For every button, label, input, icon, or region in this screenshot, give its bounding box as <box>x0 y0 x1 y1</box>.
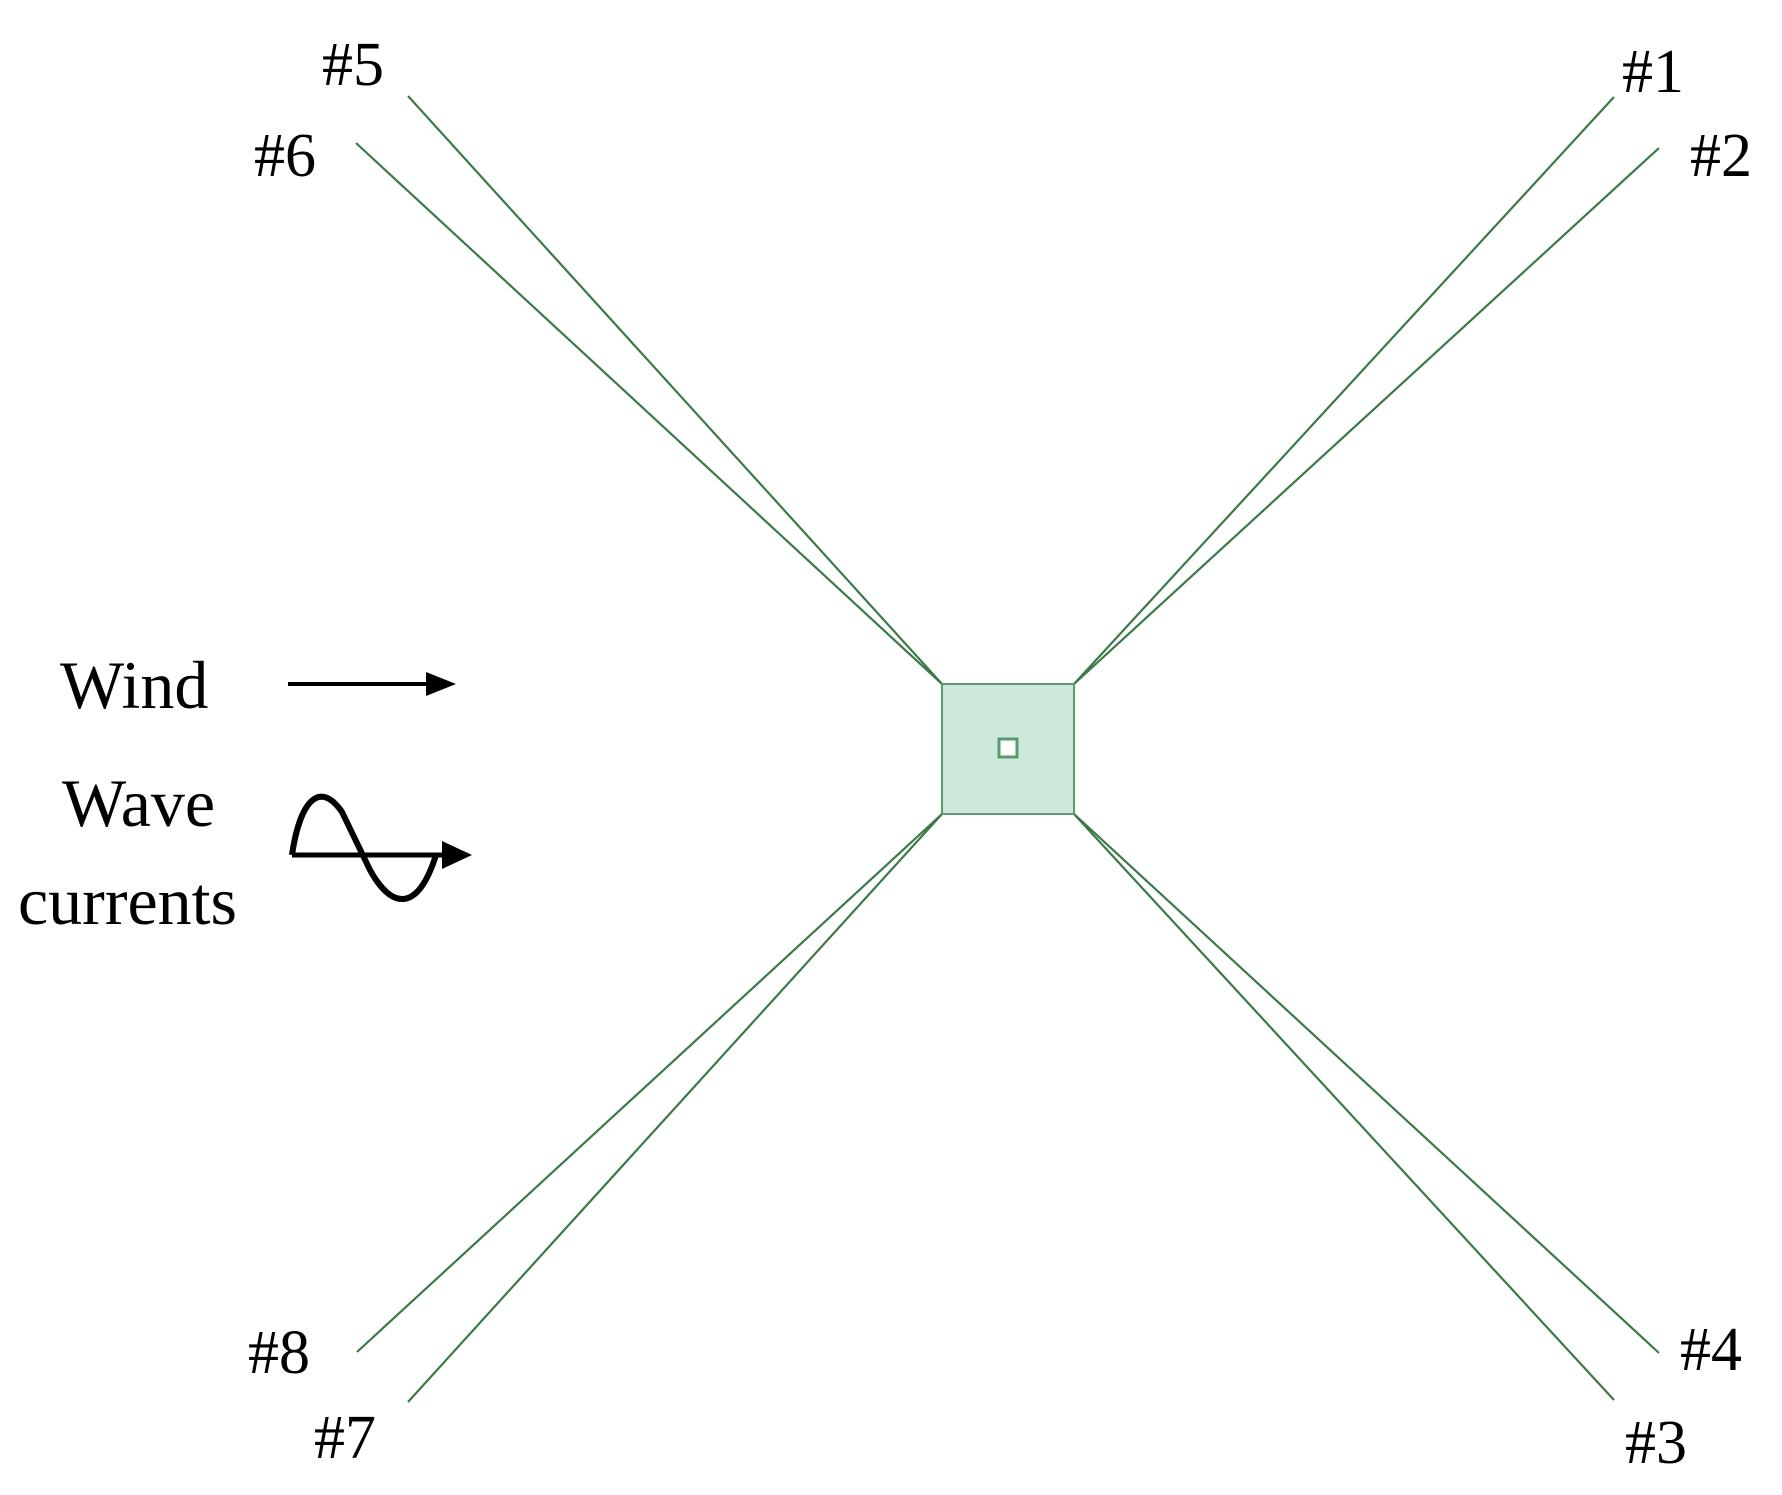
line-label-7: #7 <box>314 1404 376 1472</box>
mooring-line-3 <box>1073 813 1615 1401</box>
wave-label-line2: currents <box>18 863 237 939</box>
legend: Wind Wave currents <box>18 647 472 939</box>
line-labels: #1 #2 #3 #4 #5 #6 #7 #8 <box>248 31 1752 1477</box>
mooring-line-4 <box>1073 813 1660 1354</box>
line-label-8: #8 <box>248 1319 310 1387</box>
mooring-line-5 <box>407 95 943 685</box>
wind-label: Wind <box>60 647 208 723</box>
mooring-line-7 <box>407 813 943 1403</box>
line-label-6: #6 <box>254 122 316 190</box>
wave-currents-arrow-icon <box>289 793 472 902</box>
line-label-4: #4 <box>1680 1316 1742 1384</box>
mooring-line-8 <box>356 813 943 1353</box>
mooring-line-6 <box>355 142 943 685</box>
mooring-line-1 <box>1073 96 1615 685</box>
line-label-1: #1 <box>1622 38 1684 106</box>
mooring-lines <box>355 95 1660 1403</box>
wave-label-line1: Wave <box>62 765 215 841</box>
mooring-line-2 <box>1073 147 1660 685</box>
line-label-5: #5 <box>322 31 384 99</box>
platform-center-marker <box>997 737 1019 759</box>
line-label-2: #2 <box>1690 122 1752 190</box>
wind-arrow-icon <box>288 672 456 696</box>
line-label-3: #3 <box>1625 1409 1687 1477</box>
